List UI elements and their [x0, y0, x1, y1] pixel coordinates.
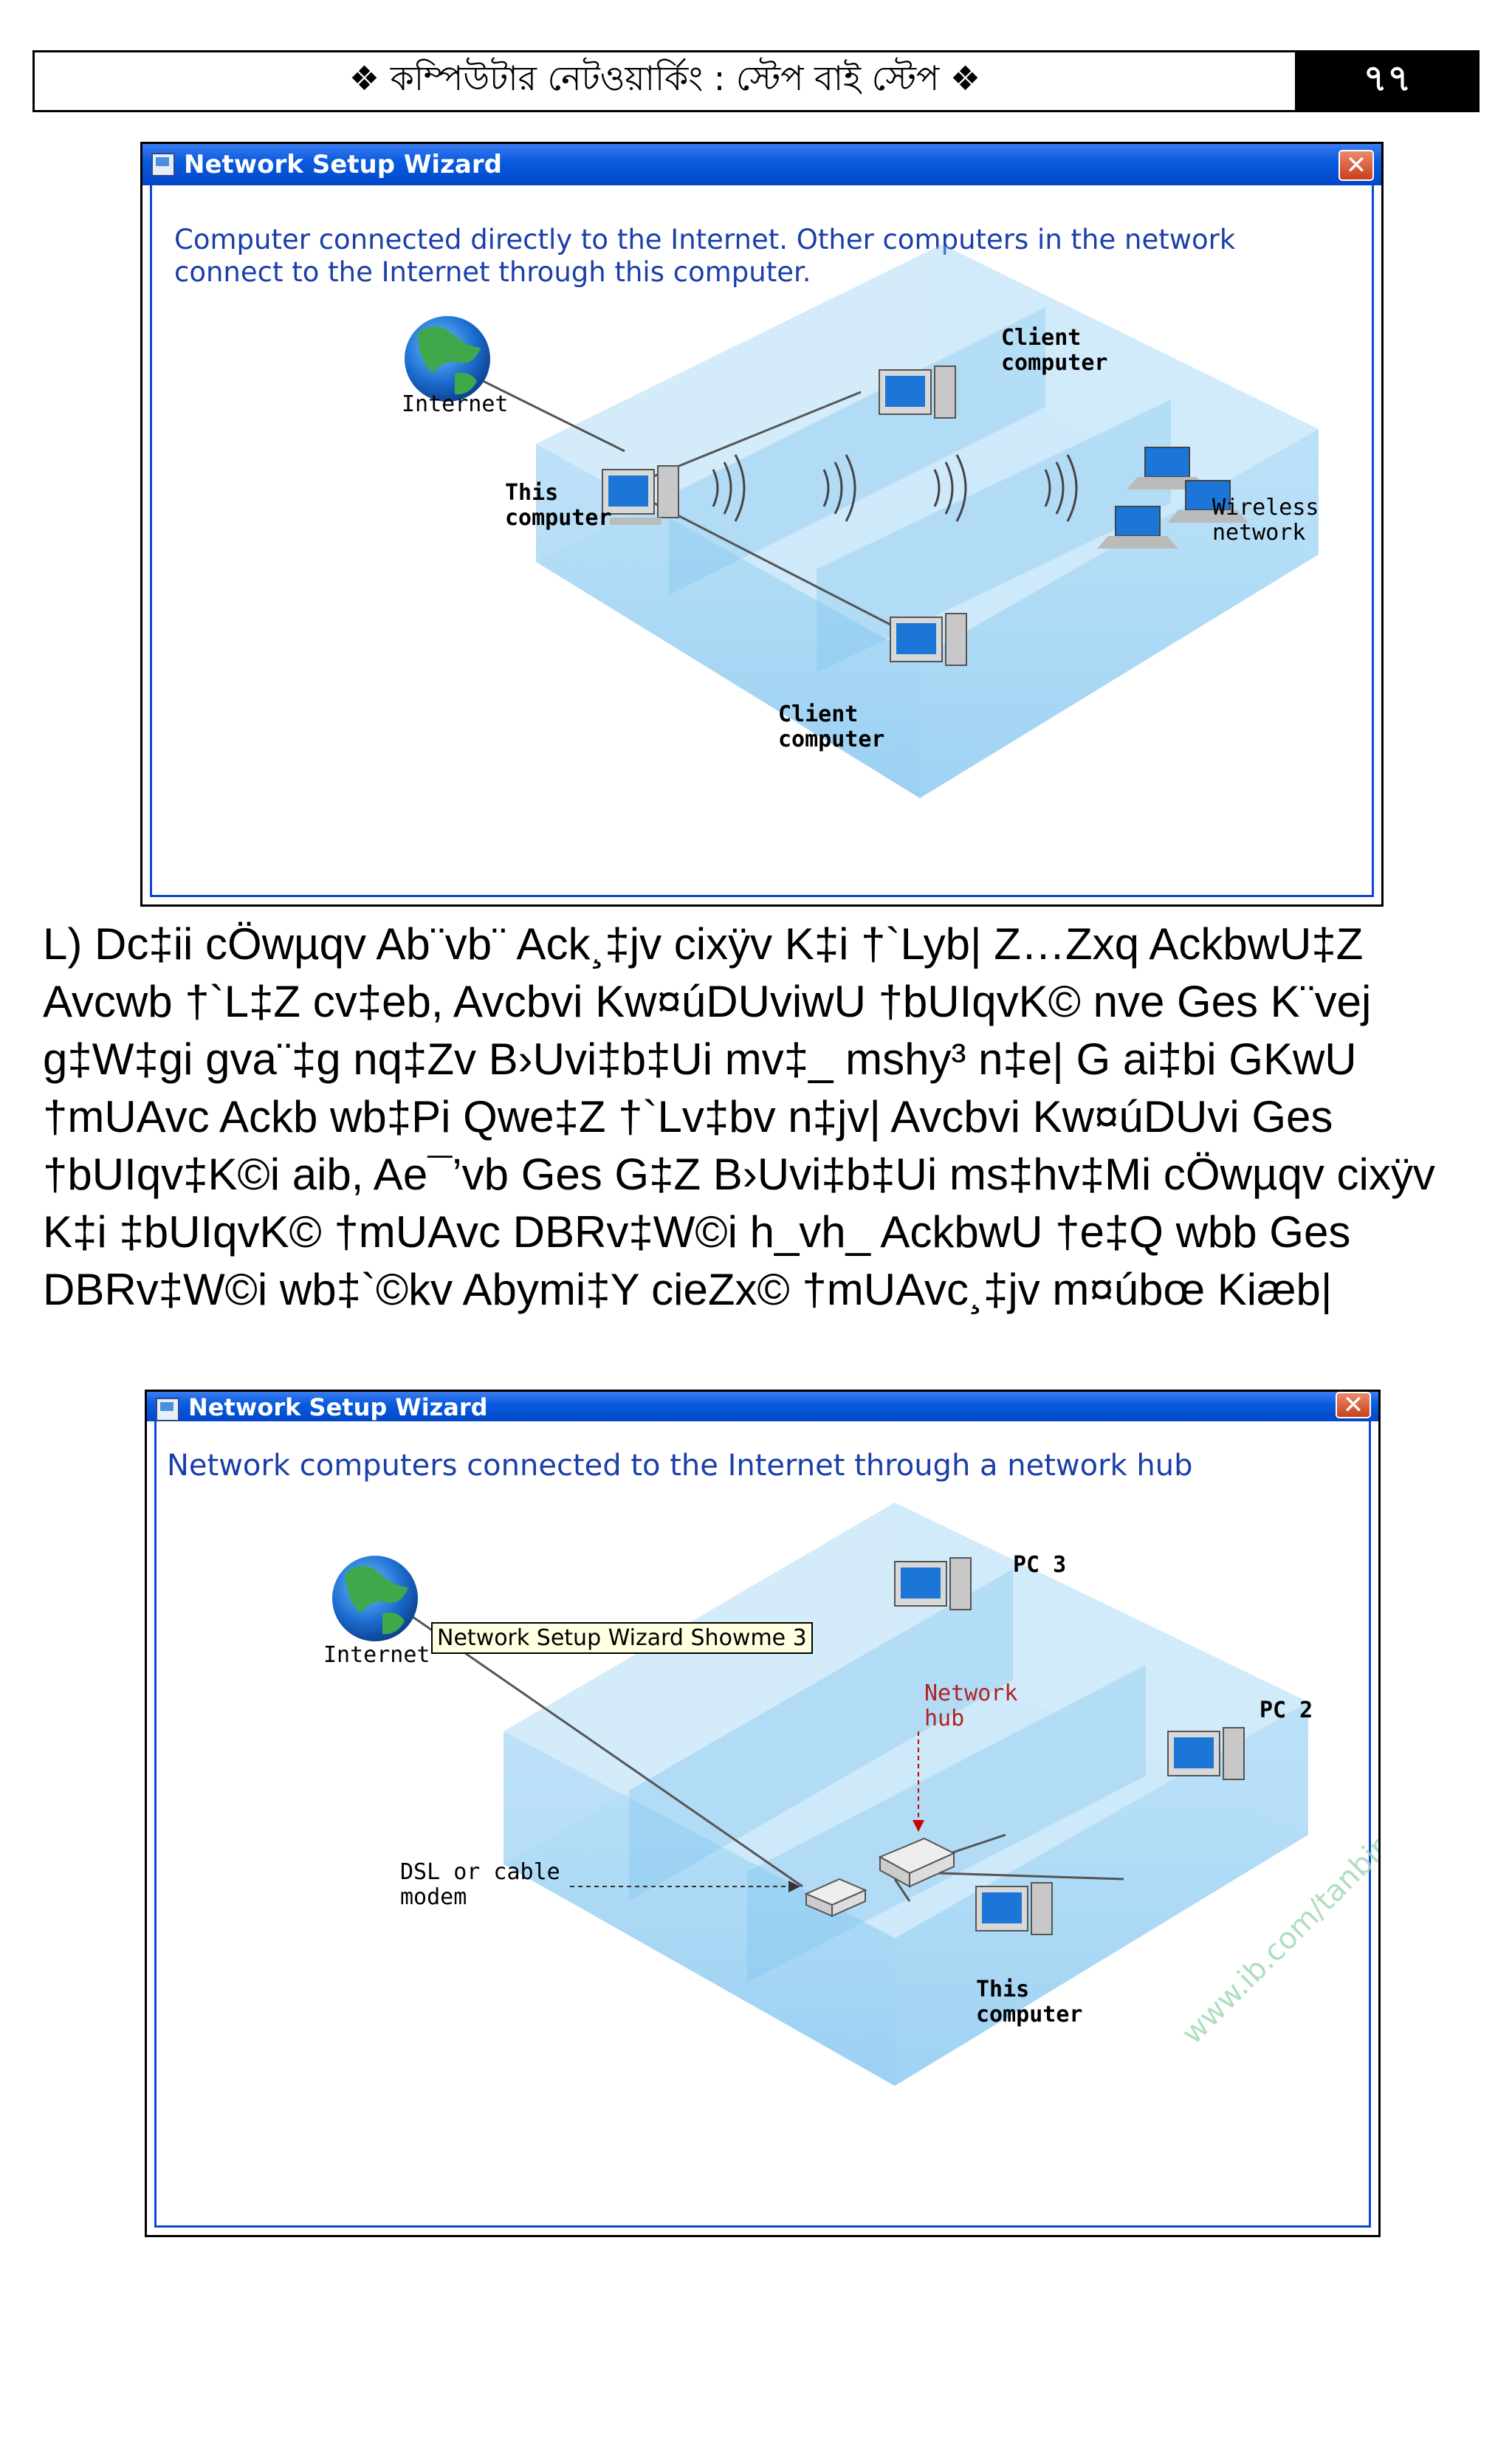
wizard-app-icon: [156, 1398, 179, 1421]
label-client-top: Client computer: [1001, 325, 1108, 376]
wizard-heading-2: Network computers connected to the Inter…: [167, 1449, 1193, 1483]
modem-icon: [804, 1878, 867, 1917]
label-this-computer: This computer: [505, 480, 612, 531]
label-internet-2: Internet: [323, 1642, 430, 1668]
label-client-bottom: Client computer: [778, 701, 885, 752]
this-computer-icon: [975, 1882, 1053, 1935]
page-number: ৭৭: [1297, 52, 1477, 110]
label-wireless: Wireless network: [1212, 495, 1319, 546]
label-network-hub: Network hub: [924, 1680, 1018, 1731]
wizard-titlebar-2: Network Setup Wizard ✕: [147, 1392, 1378, 1421]
wizard-body: Computer connected directly to the Inter…: [150, 185, 1374, 897]
label-this-computer-2: This computer: [976, 1977, 1083, 2027]
wizard-window-hub: Network Setup Wizard ✕ Network computers…: [145, 1390, 1381, 2237]
globe-icon: [332, 1556, 418, 1641]
floor-plane: [536, 359, 1319, 798]
wizard-window-direct: Network Setup Wizard ✕ Computer connecte…: [140, 142, 1384, 907]
client-computer-bottom-icon: [890, 613, 967, 666]
label-pc3: PC 3: [1013, 1552, 1067, 1578]
pc2-icon: [1167, 1727, 1245, 1780]
client-computer-top-icon: [879, 365, 956, 419]
close-button[interactable]: ✕: [1339, 150, 1374, 181]
wireless-waves-icon: [712, 454, 1078, 522]
page-header: ❖ কম্পিউটার নেটওয়ার্কিং : স্টেপ বাই স্ট…: [32, 50, 1480, 112]
body-paragraph: L) Dc‡ii cÖwµqv Ab¨vb¨ Ack¸‡jv cixÿv K‡i…: [43, 919, 1448, 1314]
close-button-2[interactable]: ✕: [1336, 1392, 1371, 1418]
wizard-titlebar: Network Setup Wizard ✕: [142, 144, 1381, 185]
globe-icon: [405, 316, 490, 402]
header-title: ❖ কম্পিউটার নেটওয়ার্কিং : স্টেপ বাই স্ট…: [35, 52, 1297, 110]
wizard-body-2: Network computers connected to the Inter…: [154, 1421, 1378, 2228]
wizard-heading: Computer connected directly to the Inter…: [174, 224, 1236, 288]
wizard-title-2: Network Setup Wizard: [188, 1393, 488, 1421]
wizard-app-icon: [151, 153, 175, 176]
direct-connection-diagram: [405, 244, 1319, 798]
laptop-icons: [1097, 447, 1248, 549]
tooltip-showme: Network Setup Wizard Showme 3: [431, 1622, 813, 1654]
pc3-icon: [894, 1557, 972, 1610]
label-internet: Internet: [402, 391, 509, 417]
label-pc2: PC 2: [1260, 1697, 1313, 1723]
label-modem: DSL or cable modem: [400, 1859, 560, 1910]
hub-connection-diagram: [332, 1503, 1308, 2086]
network-hub-icon: [878, 1837, 956, 1888]
wizard-title: Network Setup Wizard: [184, 150, 502, 179]
this-computer-icon: [602, 465, 679, 525]
